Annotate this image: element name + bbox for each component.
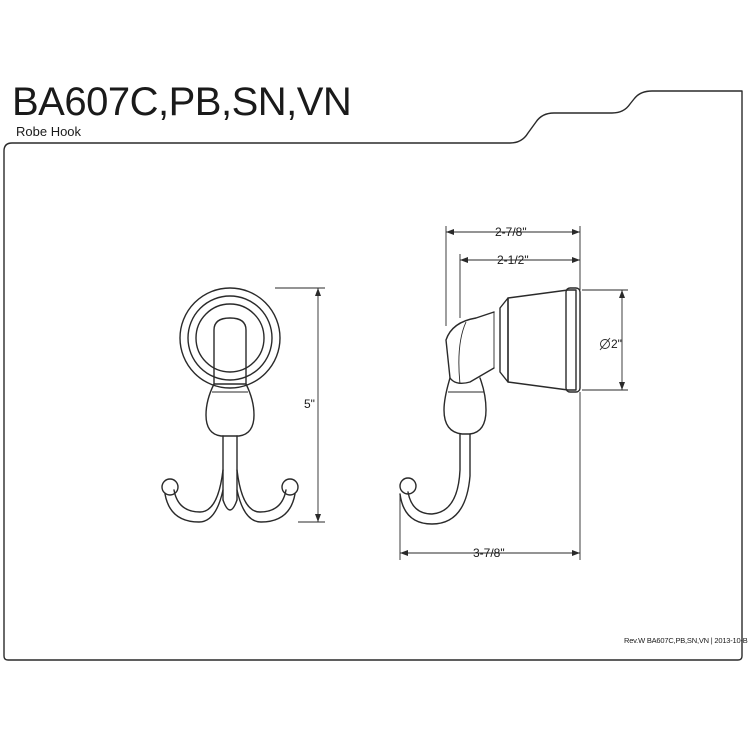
diameter-symbol — [599, 337, 611, 351]
product-title: BA607C,PB,SN,VN — [12, 80, 352, 124]
side-view — [399, 226, 628, 560]
front-view — [161, 287, 325, 523]
overall-depth-label: 2-7/8" — [495, 225, 527, 239]
drawing-frame — [3, 90, 743, 661]
product-subtitle: Robe Hook — [16, 124, 82, 139]
revision-note: Rev.W BA607C,PB,SN,VN | 2013-10-B — [624, 636, 748, 645]
height-dimension-label: 5" — [304, 397, 315, 411]
hook-depth-label: 3-7/8" — [473, 546, 505, 560]
flange-depth-label: 2-1/2" — [497, 253, 529, 267]
diameter-label: 2" — [611, 337, 622, 351]
